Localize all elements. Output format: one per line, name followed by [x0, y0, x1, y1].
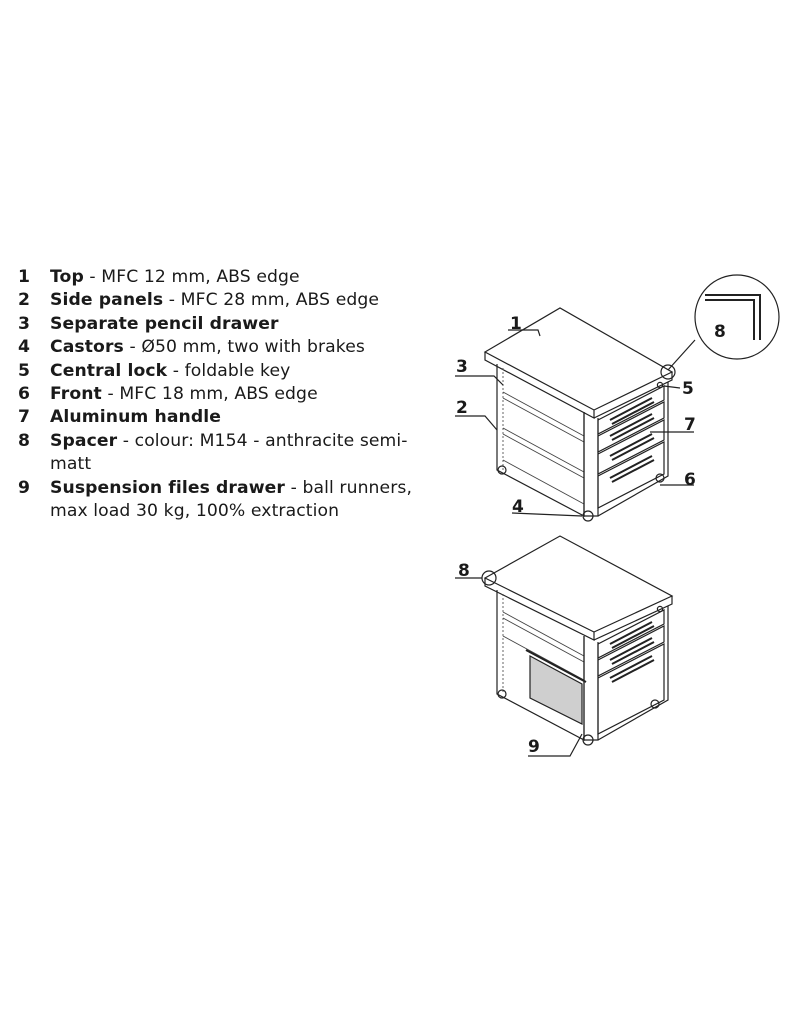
callout-5: 5: [682, 379, 694, 399]
drawer-handle: [609, 413, 655, 441]
interior-shelf: [502, 459, 585, 505]
legend-number: 2: [18, 290, 31, 311]
interior-shelf: [502, 611, 585, 663]
legend-description: Ø50 mm, two with brakes: [141, 337, 365, 358]
legend-item-spacer: 8 Spacer - colour: M154 - anthracite sem…: [18, 430, 448, 477]
drawer-handle: [609, 455, 655, 483]
component-legend: 1 Top - MFC 12 mm, ABS edge 2 Side panel…: [18, 266, 448, 523]
legend-name: Castors: [50, 337, 124, 358]
legend-separator: -: [101, 384, 120, 405]
pedestal-top-slab: [483, 307, 674, 419]
legend-number: 3: [18, 313, 31, 334]
interior-shelf: [502, 391, 585, 443]
legend-number: 7: [18, 407, 31, 428]
castor-wheel: [650, 699, 660, 709]
legend-item-pencil-drawer: 3 Separate pencil drawer: [18, 313, 448, 336]
drawer-front-small: [597, 401, 665, 453]
legend-description: MFC 18 mm, ABS edge: [119, 384, 318, 405]
callout-6: 6: [684, 470, 696, 490]
side-panel: [496, 364, 585, 517]
legend-item-side-panels: 2 Side panels - MFC 28 mm, ABS edge: [18, 289, 448, 312]
legend-name: Separate pencil drawer: [50, 313, 279, 334]
legend-number: 5: [18, 360, 31, 381]
legend-description: MFC 28 mm, ABS edge: [180, 290, 380, 311]
drawer-handle: [609, 397, 655, 425]
legend-name: Top: [50, 267, 84, 287]
callout-2: 2: [456, 398, 468, 418]
castor-wheel: [582, 510, 594, 522]
central-lock-icon: [656, 605, 664, 613]
legend-item-aluminum-handle: 7 Aluminum handle: [18, 406, 448, 429]
legend-number: 8: [18, 430, 31, 451]
central-lock-icon: [656, 381, 664, 389]
leader-4: [511, 512, 583, 517]
drawer-front-small: [597, 625, 665, 677]
leader-9: [528, 733, 583, 757]
castor-wheel: [497, 465, 507, 475]
legend-name: Aluminum handle: [50, 407, 222, 428]
legend-name: Spacer: [50, 430, 118, 451]
drawer-front-file: [597, 643, 665, 735]
castor-wheel: [655, 473, 665, 483]
suspension-file-panel: [529, 654, 583, 725]
pedestal-standard: [455, 274, 780, 522]
pedestal-top-slab: [483, 535, 674, 641]
drawer-front-pencil: [597, 385, 665, 435]
legend-number: 1: [18, 267, 31, 287]
pedestal-suspension: [455, 535, 674, 757]
legend-separator: -: [117, 430, 135, 451]
legend-number: 9: [18, 477, 31, 498]
legend-name: Suspension files drawer: [50, 477, 286, 498]
legend-item-front: 6 Front - MFC 18 mm, ABS edge: [18, 383, 448, 406]
legend-name: Central lock: [50, 360, 168, 381]
legend-separator: -: [163, 290, 181, 311]
legend-number: 4: [18, 337, 31, 358]
spacer-detail-circle: [694, 274, 780, 360]
leader-1: [508, 329, 541, 337]
legend-description: MFC 12 mm, ABS edge: [101, 267, 300, 287]
callout-7: 7: [684, 415, 696, 435]
castor-wheel: [582, 734, 594, 746]
spacer-detail-drawing: [705, 294, 761, 340]
legend-number: 6: [18, 384, 31, 405]
leader-5: [663, 385, 681, 389]
drawer-front-large: [597, 441, 665, 509]
legend-item-castors: 4 Castors - Ø50 mm, two with brakes: [18, 336, 448, 359]
legend-item-central-lock: 5 Central lock - foldable key: [18, 360, 448, 383]
drawer-handle: [609, 655, 655, 683]
callout-3: 3: [456, 357, 468, 377]
detail-leader: [667, 339, 696, 371]
legend-separator: -: [83, 267, 102, 287]
legend-description: colour: M154 - anthracite semi-matt: [50, 430, 408, 475]
legend-separator: -: [123, 337, 142, 358]
legend-description: ball runners, max load 30 kg, 100% extra…: [50, 477, 413, 522]
legend-description: foldable key: [184, 360, 291, 381]
legend-item-top: 1 Top - MFC 12 mm, ABS edge: [18, 266, 448, 289]
legend-name: Front: [50, 384, 102, 405]
drawer-handle: [609, 433, 655, 461]
drawer-handle: [609, 621, 655, 649]
drawer-handle: [609, 637, 655, 665]
legend-item-suspension-drawer: 9 Suspension files drawer - ball runners…: [18, 477, 448, 524]
legend-separator: -: [167, 360, 185, 381]
castor-wheel: [497, 689, 507, 699]
callout-8: 8: [458, 561, 470, 581]
legend-separator: -: [285, 477, 303, 498]
callout-4: 4: [512, 497, 524, 517]
leader-2: [455, 415, 498, 431]
spacer-location-marker: [660, 364, 676, 380]
drawer-front-pencil: [597, 609, 665, 659]
callout-8-detail: 8: [714, 322, 726, 342]
legend-name: Side panels: [50, 290, 164, 311]
callout-1: 1: [510, 314, 522, 334]
drawer-front-medium: [597, 419, 665, 475]
leader-3: [455, 375, 504, 386]
callout-9: 9: [528, 737, 540, 757]
suspension-file-rail: [525, 649, 587, 683]
interior-shelf: [502, 427, 585, 479]
